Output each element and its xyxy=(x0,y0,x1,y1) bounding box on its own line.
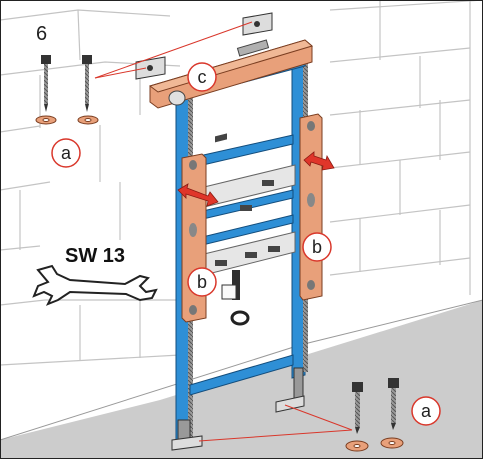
washer-icon-bottom xyxy=(345,437,404,452)
screw-icon xyxy=(41,55,92,112)
screw-icon-bottom xyxy=(352,378,399,434)
wall-brackets xyxy=(135,12,273,106)
step-number: 6 xyxy=(36,23,47,45)
wrench-icon xyxy=(32,264,158,306)
callout-b-right: b xyxy=(302,232,332,262)
callout-a-bottom-label: a xyxy=(421,401,432,421)
callout-b-left: b xyxy=(187,267,217,297)
callout-b-right-label: b xyxy=(312,237,322,257)
callout-c-label: c xyxy=(198,67,207,87)
tool-label: SW 13 xyxy=(65,245,125,267)
callout-a-top-label: a xyxy=(61,143,72,163)
callout-a-bottom: a xyxy=(411,396,441,426)
callout-a-top: a xyxy=(51,138,81,168)
callout-b-left-label: b xyxy=(197,272,207,292)
washer-icon xyxy=(35,115,99,125)
arrow-icon xyxy=(177,151,335,207)
leader-lines xyxy=(94,21,353,442)
callout-c: c xyxy=(187,62,217,92)
